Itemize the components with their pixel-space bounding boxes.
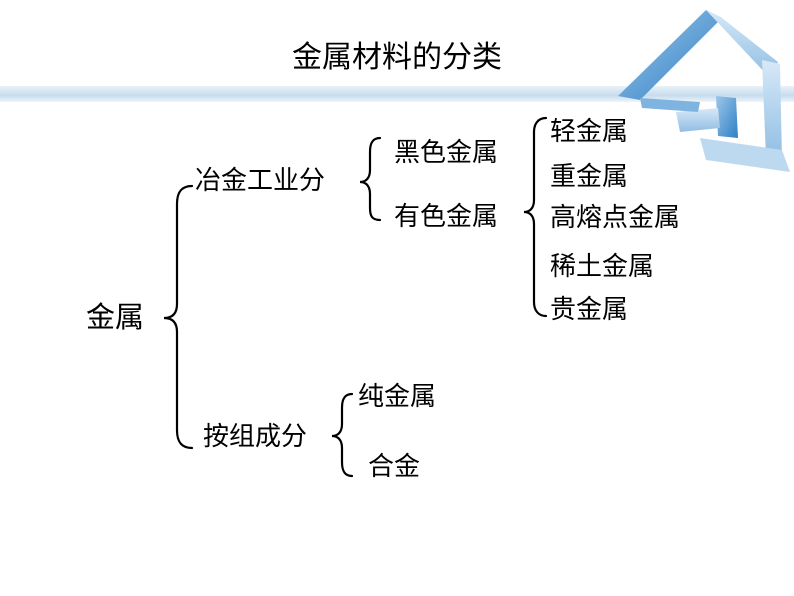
house-ribbon-decoration — [618, 10, 790, 172]
nonferrous-brace — [523, 116, 548, 318]
page-title: 金属材料的分类 — [292, 40, 502, 75]
light-metal-label: 轻金属 — [550, 117, 629, 147]
rare-earth-metal-label: 稀土金属 — [550, 252, 655, 282]
pure-metal-label: 纯金属 — [358, 382, 437, 412]
composition-brace — [331, 392, 354, 478]
root-brace — [163, 184, 194, 450]
ferrous-metal-label: 黑色金属 — [394, 138, 499, 168]
precious-metal-label: 贵金属 — [550, 295, 629, 325]
header-band — [0, 86, 794, 102]
refractory-metal-label: 高熔点金属 — [550, 203, 681, 233]
by-composition-label: 按组成分 — [203, 422, 308, 452]
by-metallurgy-label: 冶金工业分 — [195, 166, 326, 196]
nonferrous-metal-label: 有色金属 — [394, 202, 499, 232]
root-metal-label: 金属 — [86, 300, 145, 334]
metallurgy-brace — [359, 136, 382, 222]
heavy-metal-label: 重金属 — [550, 162, 629, 192]
alloy-label: 合金 — [368, 452, 421, 482]
